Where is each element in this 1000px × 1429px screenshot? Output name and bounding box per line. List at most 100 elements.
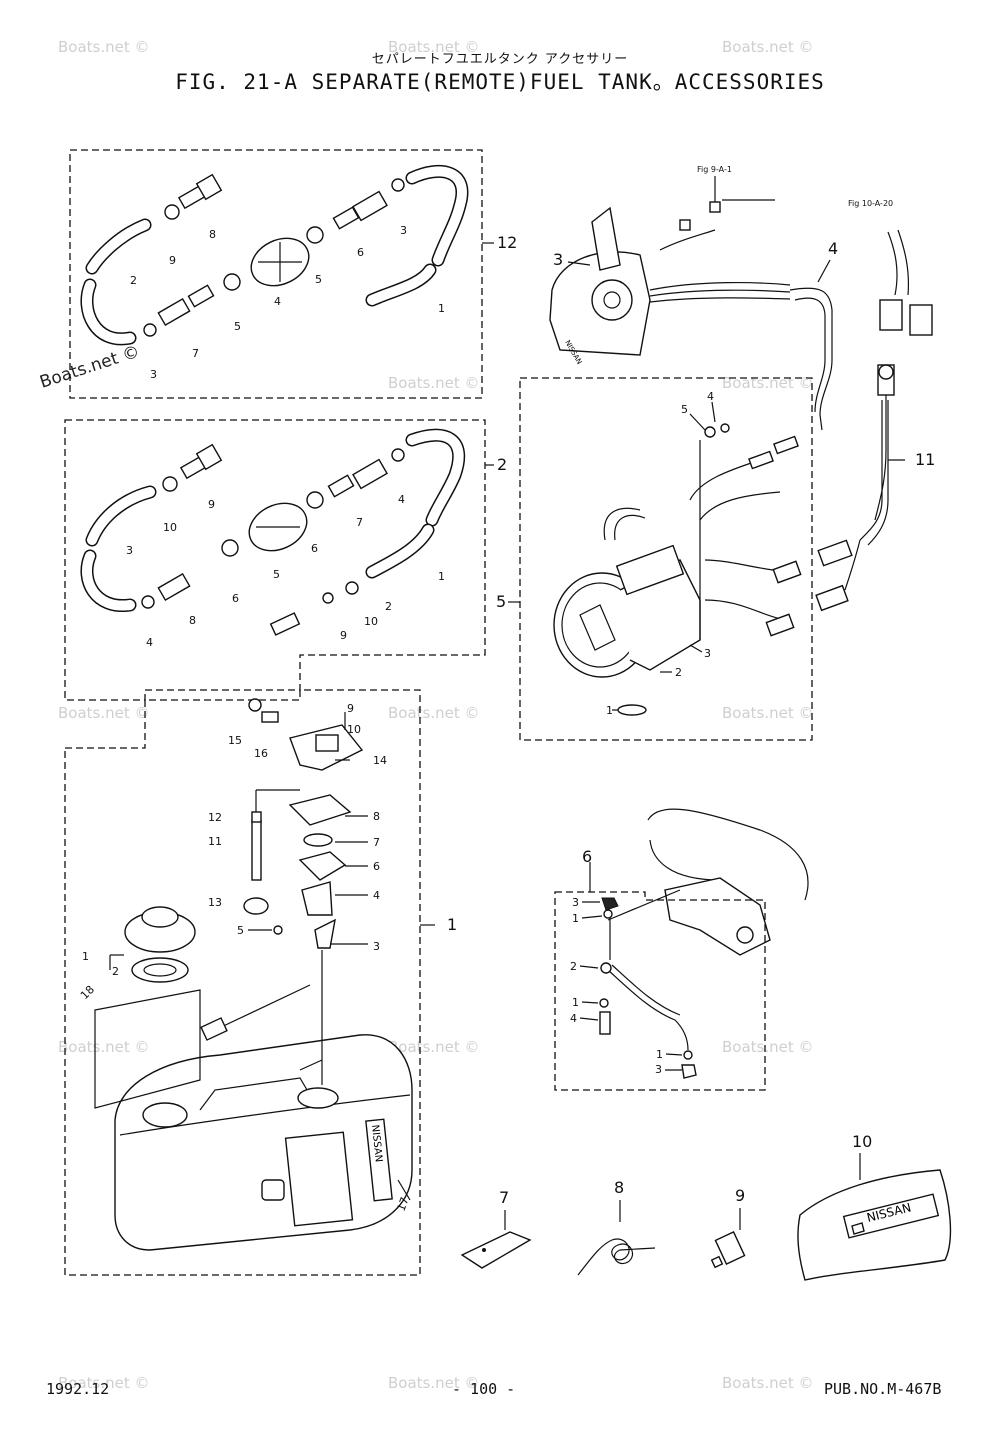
o-ring <box>303 833 333 847</box>
callout-5: 5 <box>681 403 688 416</box>
callout-7: 7 <box>192 347 199 360</box>
watermark: Boats.net © <box>58 1038 150 1056</box>
group-6-boundary <box>554 891 766 1091</box>
watermark: Boats.net © <box>722 38 814 56</box>
callout-13: 13 <box>208 896 222 909</box>
callout-5: 5 <box>237 924 244 937</box>
callout-12: 12 <box>208 811 222 824</box>
callout-5: 5 <box>315 273 322 286</box>
callout-5: 5 <box>234 320 241 333</box>
callout-14: 14 <box>373 754 387 767</box>
callout-10: 10 <box>364 615 378 628</box>
fuel-gauge-assembly: 5 1 2 3 4 5 <box>496 377 813 741</box>
figure-title-japanese: セパレートフユエルタンク アクセサリー <box>371 52 629 67</box>
watermark: Boats.net © <box>388 704 480 722</box>
extension-harness-11: 11 <box>815 400 935 612</box>
callout-8: 8 <box>373 810 380 823</box>
watermark-prominent: Boats.net © <box>37 342 142 393</box>
callout-3: 3 <box>400 224 407 237</box>
watermark: Boats.net © <box>388 38 480 56</box>
watermark: Boats.net © <box>388 374 480 392</box>
callout-3: 3 <box>373 940 380 953</box>
callout-4: 4 <box>373 889 380 902</box>
watermark: Boats.net © <box>722 374 814 392</box>
callout-3: 3 <box>704 647 711 660</box>
callout-4: 4 <box>398 493 405 506</box>
callout-1: 1 <box>438 302 445 315</box>
callout-1: 1 <box>572 996 579 1009</box>
group-3-label: 3 <box>553 250 563 269</box>
watermark: Boats.net © <box>58 704 150 722</box>
ground-wire-kit-6: 6 3 1 2 1 4 1 3 <box>554 808 809 1091</box>
loose-parts: 7 8 9 10 NISSAN <box>460 1132 952 1281</box>
callout-1: 1 <box>656 1048 663 1061</box>
callout-3: 3 <box>655 1063 662 1076</box>
callout-10: 10 <box>347 723 361 736</box>
hose-kit-2: 2 1 2 3 4 4 5 6 6 7 8 9 9 10 10 <box>64 419 507 701</box>
reference-fig9: Fig 9-A-1 <box>697 165 732 174</box>
group-4-label: 4 <box>828 239 838 258</box>
callout-4: 4 <box>274 295 281 308</box>
gauge-plate <box>298 851 347 881</box>
callout-5: 5 <box>273 568 280 581</box>
callout-9: 9 <box>169 254 176 267</box>
hose-kit-12: 12 1 2 3 3 4 5 5 6 7 8 9 <box>69 149 517 399</box>
hose-piece <box>251 819 262 881</box>
plug <box>714 1231 746 1265</box>
group-9-label: 9 <box>735 1186 745 1205</box>
pad <box>460 1231 532 1269</box>
callout-16: 16 <box>254 747 268 760</box>
callout-2: 2 <box>675 666 682 679</box>
remote-control-assembly: Fig 9-A-1 Fig 10-A-20 NISSAN 3 4 <box>549 165 933 521</box>
watermark: Boats.net © <box>722 704 814 722</box>
clip-spring <box>577 1238 656 1276</box>
group-1-label: 1 <box>447 915 457 934</box>
callout-1: 1 <box>606 704 613 717</box>
group-5-label: 5 <box>496 592 506 611</box>
callout-9: 9 <box>340 629 347 642</box>
group-11-label: 11 <box>915 450 935 469</box>
callout-2: 2 <box>112 965 119 978</box>
nissan-decal <box>365 1118 393 1202</box>
footer-publication-number: PUB.NO.M-467B <box>824 1380 942 1398</box>
callout-8: 8 <box>189 614 196 627</box>
engine-bracket <box>664 877 771 956</box>
callout-2: 2 <box>570 960 577 973</box>
callout-3: 3 <box>572 896 579 909</box>
callout-7: 7 <box>356 516 363 529</box>
callout-6: 6 <box>232 592 239 605</box>
reference-fig10: Fig 10-A-20 <box>848 199 893 208</box>
plug-connector <box>879 299 903 331</box>
group-8-label: 8 <box>614 1178 624 1197</box>
pickup-bracket <box>301 881 333 916</box>
callout-2: 2 <box>130 274 137 287</box>
callout-3: 3 <box>126 544 133 557</box>
callout-6: 6 <box>357 246 364 259</box>
callout-7: 7 <box>373 836 380 849</box>
group-7-label: 7 <box>499 1188 509 1207</box>
tank-brand: NISSAN <box>369 1124 384 1163</box>
watermark: Boats.net © <box>722 1374 814 1392</box>
filler-neck <box>142 1102 188 1128</box>
group-5-boundary <box>519 377 813 741</box>
watermark: Boats.net © <box>722 1038 814 1056</box>
callout-3: 3 <box>150 368 157 381</box>
callout-1: 1 <box>438 570 445 583</box>
callout-4: 4 <box>146 636 153 649</box>
fuel-tank-assembly: 1 NISSAN <box>64 689 457 1276</box>
footer-page-number: - 100 - <box>452 1380 516 1398</box>
group-12-label: 12 <box>497 233 517 252</box>
callout-2: 2 <box>385 600 392 613</box>
group-1-boundary <box>64 689 421 1276</box>
group-12-boundary <box>69 149 483 399</box>
cap-gasket <box>131 957 189 983</box>
callout-1: 1 <box>572 912 579 925</box>
callout-17: 17 <box>395 1195 412 1213</box>
watermark: Boats.net © <box>388 1038 480 1056</box>
callout-4: 4 <box>707 390 714 403</box>
harness-connector <box>817 539 853 567</box>
callout-8: 8 <box>209 228 216 241</box>
footer-date: 1992.12 <box>46 1380 110 1398</box>
watermark: Boats.net © <box>58 38 150 56</box>
